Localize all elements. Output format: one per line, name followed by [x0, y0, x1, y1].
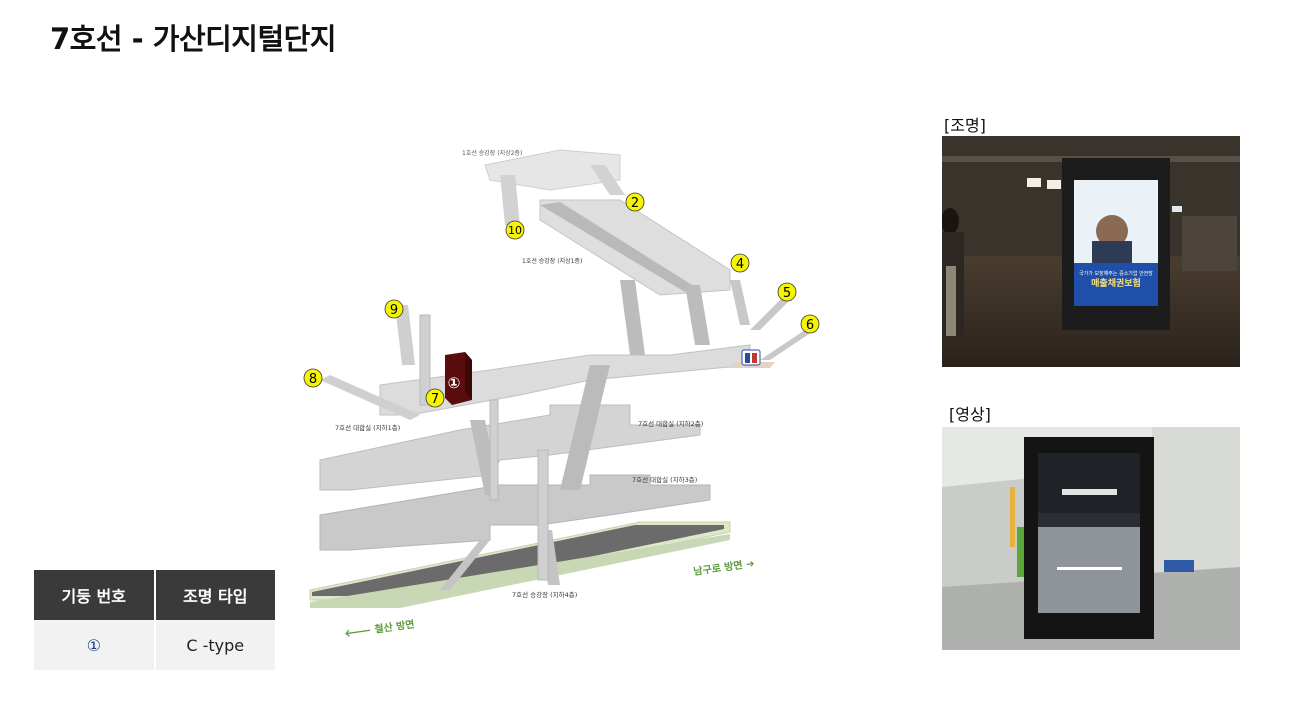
- label-line1-platform-top: 1호선 승강장 (지상2층): [462, 149, 522, 157]
- lighting-photo: 국가가 보장해주는 중소기업 안전망 매출채권보험: [942, 136, 1240, 367]
- header-lighting-type: 조명 타입: [154, 570, 275, 620]
- svg-text:10: 10: [508, 224, 522, 237]
- svg-text:8: 8: [309, 372, 317, 387]
- exit-marker-9: 9: [384, 299, 404, 319]
- line1-platform-top: [484, 149, 621, 191]
- exit-marker-7: 7: [425, 388, 445, 408]
- svg-text:9: 9: [390, 303, 398, 318]
- label-platform-b4: 7호선 승강장 (지하4층): [512, 590, 577, 599]
- concourse-b2: [319, 404, 701, 491]
- label-concourse-b3: 7호선 대합실 (지하3층): [632, 475, 697, 484]
- photo-label-lighting: [조명]: [944, 116, 986, 135]
- cell-pillar-number: ①: [34, 620, 156, 670]
- svg-text:4: 4: [736, 257, 744, 272]
- svg-text:5: 5: [783, 286, 791, 301]
- exit-marker-4: 4: [730, 253, 750, 273]
- label-concourse-b2: 7호선 대합실 (지하2층): [638, 419, 703, 428]
- svg-text:6: 6: [806, 318, 814, 333]
- restroom-icon: [741, 349, 761, 366]
- photo-label-video: [영상]: [949, 405, 991, 424]
- label-concourse-b1: 7호선 대합실 (지하1층): [335, 423, 400, 432]
- ad-subtext: 국가가 보장해주는 중소기업 안전망: [1079, 270, 1153, 277]
- exit-marker-10: 10: [505, 220, 525, 240]
- table-row: ① C -type: [34, 620, 275, 670]
- cell-lighting-type: C -type: [154, 620, 275, 670]
- exit-marker-5: 5: [777, 282, 797, 302]
- header-pillar-number: 기둥 번호: [34, 570, 156, 620]
- exit-marker-2: 2: [625, 192, 645, 212]
- station-diagram: ① 2 4 5 6 7 8 9 10 1호선 승강장 (지상2층) 1호선 승강…: [290, 130, 850, 650]
- ad-text: 매출채권보험: [1091, 277, 1141, 289]
- direction-namguro: 남구로 방면 ➔: [693, 557, 756, 578]
- svg-text:7: 7: [431, 392, 439, 407]
- page-title: 7호선 - 가산디지털단지: [50, 22, 337, 56]
- concourse-b3: [319, 474, 711, 551]
- video-photo: [942, 427, 1240, 650]
- label-line1-platform: 1호선 승강장 (지상1층): [522, 257, 582, 265]
- exit-marker-8: 8: [303, 368, 323, 388]
- pillar-marker: ①: [448, 374, 461, 392]
- exit-marker-6: 6: [800, 314, 820, 334]
- pillar-spec-table: 기둥 번호 조명 타입 ① C -type: [34, 570, 275, 670]
- svg-text:2: 2: [631, 196, 639, 211]
- direction-cheolsan: 🡐 철산 방면: [344, 617, 416, 640]
- station-diagram-svg: ① 2 4 5 6 7 8 9 10 1호선 승강장 (지상2층) 1호선 승강…: [303, 149, 820, 640]
